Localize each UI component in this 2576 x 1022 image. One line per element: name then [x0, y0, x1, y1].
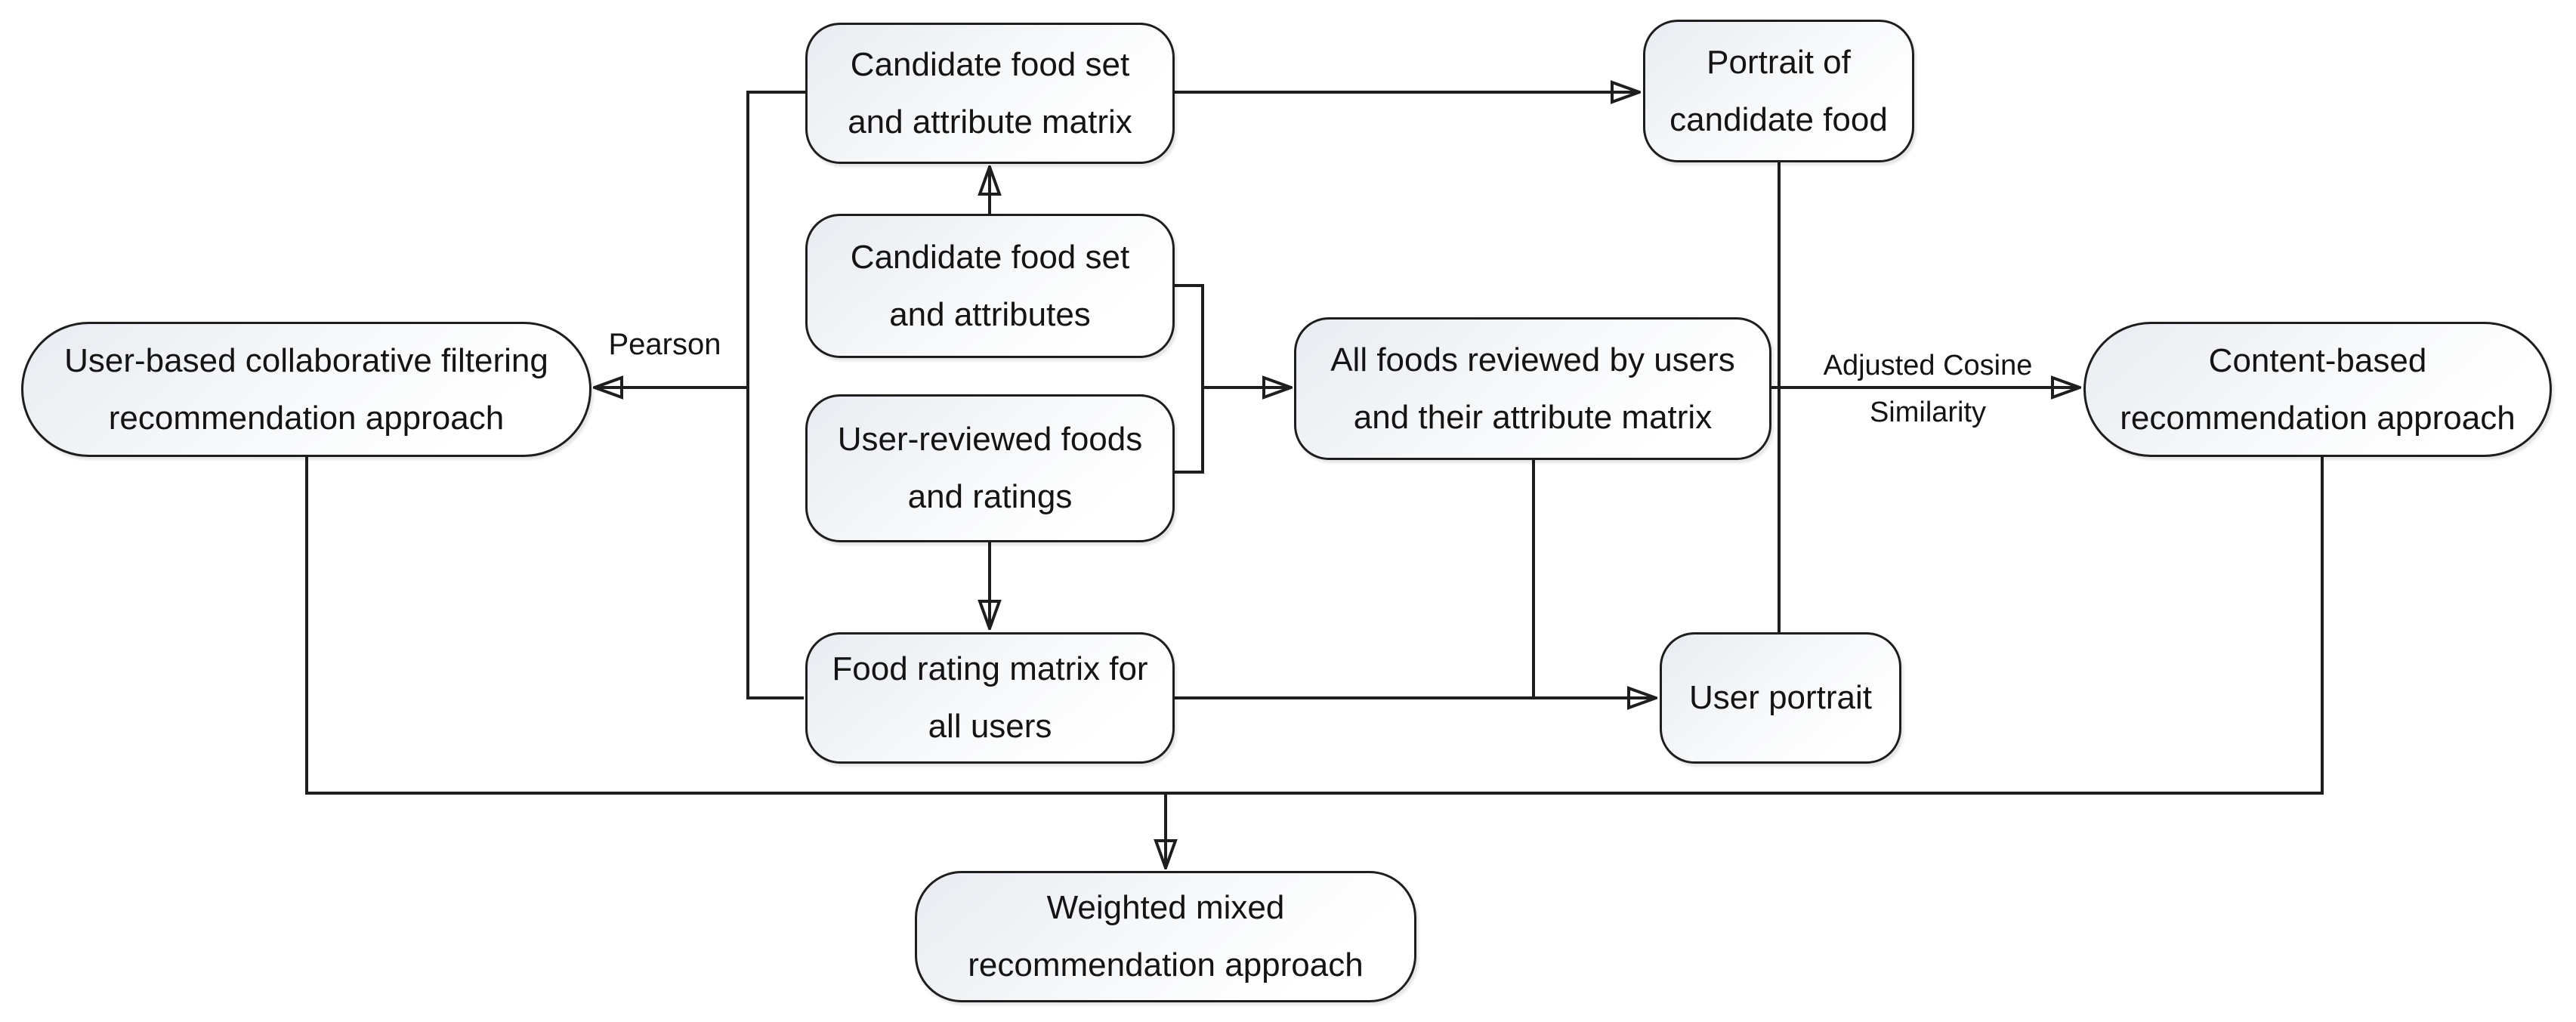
- node-label-line: Food rating matrix for: [832, 650, 1148, 687]
- node-label-line: and attributes: [889, 295, 1091, 333]
- node-label-line: Portrait of: [1707, 43, 1851, 81]
- node-label-line: candidate food: [1669, 100, 1888, 138]
- node-label-line: All foods reviewed by users: [1330, 341, 1735, 378]
- node-user-reviewed-foods-and-ratings: User-reviewed foods and ratings: [805, 394, 1175, 542]
- node-label-line: Candidate food set: [850, 45, 1130, 83]
- node-label-line: User-based collaborative filtering: [64, 341, 548, 379]
- node-label-line: Weighted mixed: [1046, 889, 1285, 926]
- edge-label-adjusted-cosine-line1: Adjusted Cosine: [1823, 350, 2033, 381]
- node-label-line: Content-based: [2208, 341, 2427, 379]
- node-food-rating-matrix-for-all-users: Food rating matrix for all users: [805, 632, 1175, 764]
- node-label-line: recommendation approach: [968, 946, 1364, 983]
- node-label-line: and their attribute matrix: [1353, 398, 1713, 436]
- edge-right-bracket-attrs-and-reviewed: [1173, 284, 1204, 474]
- edge-label-pearson: Pearson: [608, 328, 721, 361]
- node-label-line: recommendation approach: [2120, 399, 2516, 437]
- node-label-line: and attribute matrix: [848, 103, 1132, 140]
- node-label-line: Candidate food set: [850, 238, 1130, 276]
- node-label-line: and ratings: [907, 478, 1073, 515]
- node-candidate-food-set-and-attributes: Candidate food set and attributes: [805, 214, 1175, 358]
- node-candidate-food-set-and-attribute-matrix: Candidate food set and attribute matrix: [805, 23, 1175, 164]
- node-portrait-of-candidate-food: Portrait of candidate food: [1643, 20, 1914, 162]
- node-label-line: User portrait: [1688, 679, 1873, 716]
- node-label-line: User-reviewed foods: [837, 421, 1143, 458]
- edge-left-trunk-candidate-matrix-to-rating-matrix: [746, 91, 805, 699]
- node-all-foods-reviewed-by-users: All foods reviewed by users and their at…: [1294, 317, 1771, 460]
- node-label-line: all users: [928, 708, 1052, 745]
- node-user-based-collaborative-filtering: User-based collaborative filtering recom…: [21, 322, 591, 457]
- node-user-portrait: User portrait: [1660, 632, 1901, 764]
- node-weighted-mixed-recommendation: Weighted mixed recommendation approach: [915, 871, 1416, 1002]
- edge-label-adjusted-cosine-line2: Similarity: [1869, 397, 1987, 428]
- node-label-line: recommendation approach: [108, 399, 505, 437]
- node-content-based-recommendation: Content-based recommendation approach: [2083, 322, 2552, 457]
